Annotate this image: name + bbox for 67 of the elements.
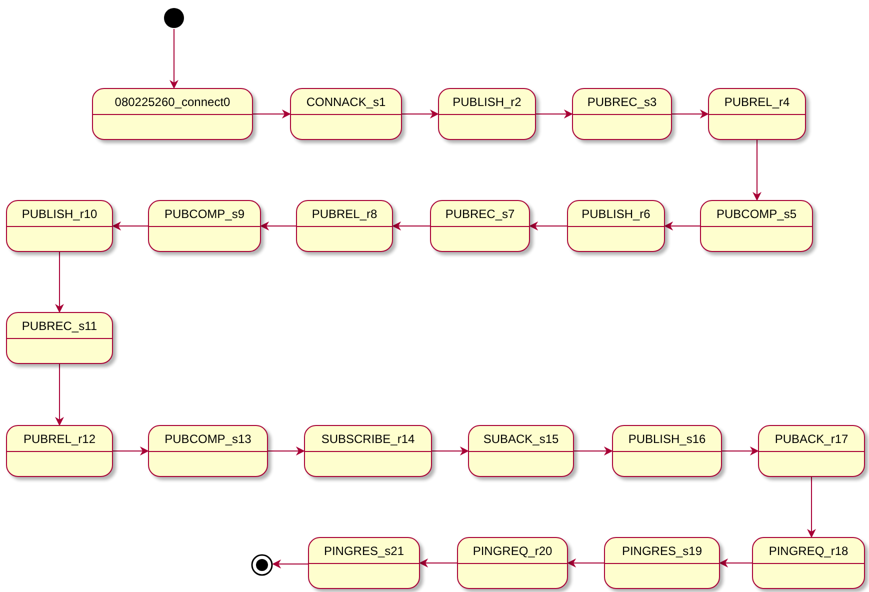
- transition-arrow: [807, 476, 816, 538]
- state-name: PUBLISH_r10: [22, 206, 98, 220]
- transition-arrow: [170, 28, 178, 89]
- transition-arrow: [402, 110, 439, 118]
- state-name: CONNACK_s1: [306, 94, 386, 108]
- state-name: PUBREC_s3: [587, 94, 657, 108]
- state-box: [752, 537, 865, 589]
- state-name: PUBCOMP_s13: [164, 432, 252, 446]
- transition-arrow: [722, 446, 759, 456]
- state-name: PINGRES_s21: [324, 544, 404, 558]
- transition-arrow: [272, 560, 308, 568]
- transition-arrow: [419, 558, 458, 568]
- state-name: PUBLISH_r2: [452, 94, 522, 108]
- state-box: [148, 200, 261, 252]
- state-box: [758, 425, 865, 477]
- state-box: [612, 425, 722, 477]
- state-box: [430, 200, 530, 252]
- state-name: PUBREC_s11: [22, 318, 98, 332]
- transition-arrow: [432, 446, 469, 456]
- state-box: [438, 88, 536, 140]
- state-name: PUBREL_r8: [312, 206, 378, 220]
- state-box: [708, 88, 806, 140]
- state-name: PINGRES_s19: [622, 544, 702, 558]
- state-box: [290, 88, 402, 140]
- state-name: PINGREQ_r18: [768, 544, 848, 558]
- state-name: PUBLISH_s16: [628, 432, 706, 446]
- state-box: [567, 200, 665, 252]
- state-name: PUBREL_r12: [23, 432, 96, 446]
- state-box: [6, 200, 113, 252]
- state-box: [572, 88, 672, 140]
- transition-arrow: [252, 110, 291, 118]
- state-name: PUBREC_s7: [445, 206, 515, 220]
- state-box: [6, 425, 113, 477]
- transition-arrow: [55, 252, 64, 313]
- state-box: [308, 537, 420, 589]
- state-box: [6, 312, 113, 364]
- transition-arrow: [268, 446, 305, 456]
- state-name: PINGREQ_r20: [472, 544, 552, 558]
- transition-arrow: [672, 110, 709, 118]
- transition-arrow: [719, 558, 752, 568]
- state-name: PUBLISH_r6: [582, 206, 650, 220]
- state-box: [148, 425, 268, 477]
- transition-arrow: [529, 222, 568, 230]
- transition-arrow: [567, 558, 604, 568]
- state-box: [457, 537, 568, 589]
- state-box: [296, 200, 393, 252]
- state-name: SUBSCRIBE_r14: [321, 432, 415, 446]
- transition-arrow: [112, 222, 148, 230]
- transition-arrow: [664, 222, 700, 230]
- transition-arrow: [752, 140, 762, 201]
- transition-arrow: [55, 364, 64, 426]
- state-name: SUBACK_s15: [483, 432, 559, 446]
- state-name: PUBREL_r4: [724, 94, 790, 108]
- transition-arrow: [536, 110, 573, 118]
- state-name: PUBCOMP_s9: [164, 206, 245, 220]
- transition-arrow: [574, 446, 613, 456]
- state-box: [604, 537, 720, 589]
- transition-arrow: [112, 446, 149, 456]
- state-name: PUBCOMP_s5: [716, 206, 797, 220]
- transition-arrow: [392, 222, 430, 230]
- state-name: PUBACK_r17: [774, 432, 848, 446]
- state-name: 080225260_connect0: [114, 94, 230, 108]
- state-box: [92, 88, 253, 140]
- state-box: [304, 425, 432, 477]
- state-box: [700, 200, 813, 252]
- state-box: [468, 425, 574, 477]
- transition-arrow: [260, 222, 296, 230]
